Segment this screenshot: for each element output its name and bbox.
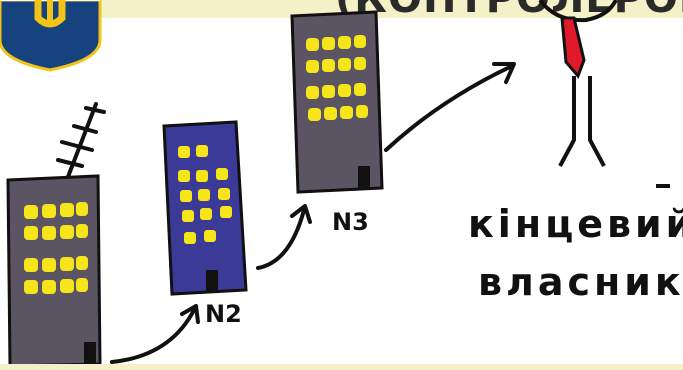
shield-logo-icon — [0, 0, 102, 72]
building-2-label: N2 — [205, 300, 242, 328]
title-banner: (КОНТРОЛЕРОМ) ЯКІЙ — [100, 0, 683, 18]
person-icon — [538, 0, 618, 167]
building-3-label: N3 — [332, 208, 369, 236]
arrow-icon — [110, 62, 516, 364]
banner-title: (КОНТРОЛЕРОМ) ЯКІЙ — [335, 0, 683, 18]
antenna-icon — [56, 102, 106, 184]
final-owner-label-line1: кінцевий — [468, 202, 683, 246]
building-2 — [162, 120, 248, 296]
building-1 — [6, 174, 102, 368]
building-3 — [290, 10, 384, 194]
final-owner-label-line2: власник — [478, 260, 683, 304]
bottom-band — [0, 364, 683, 370]
